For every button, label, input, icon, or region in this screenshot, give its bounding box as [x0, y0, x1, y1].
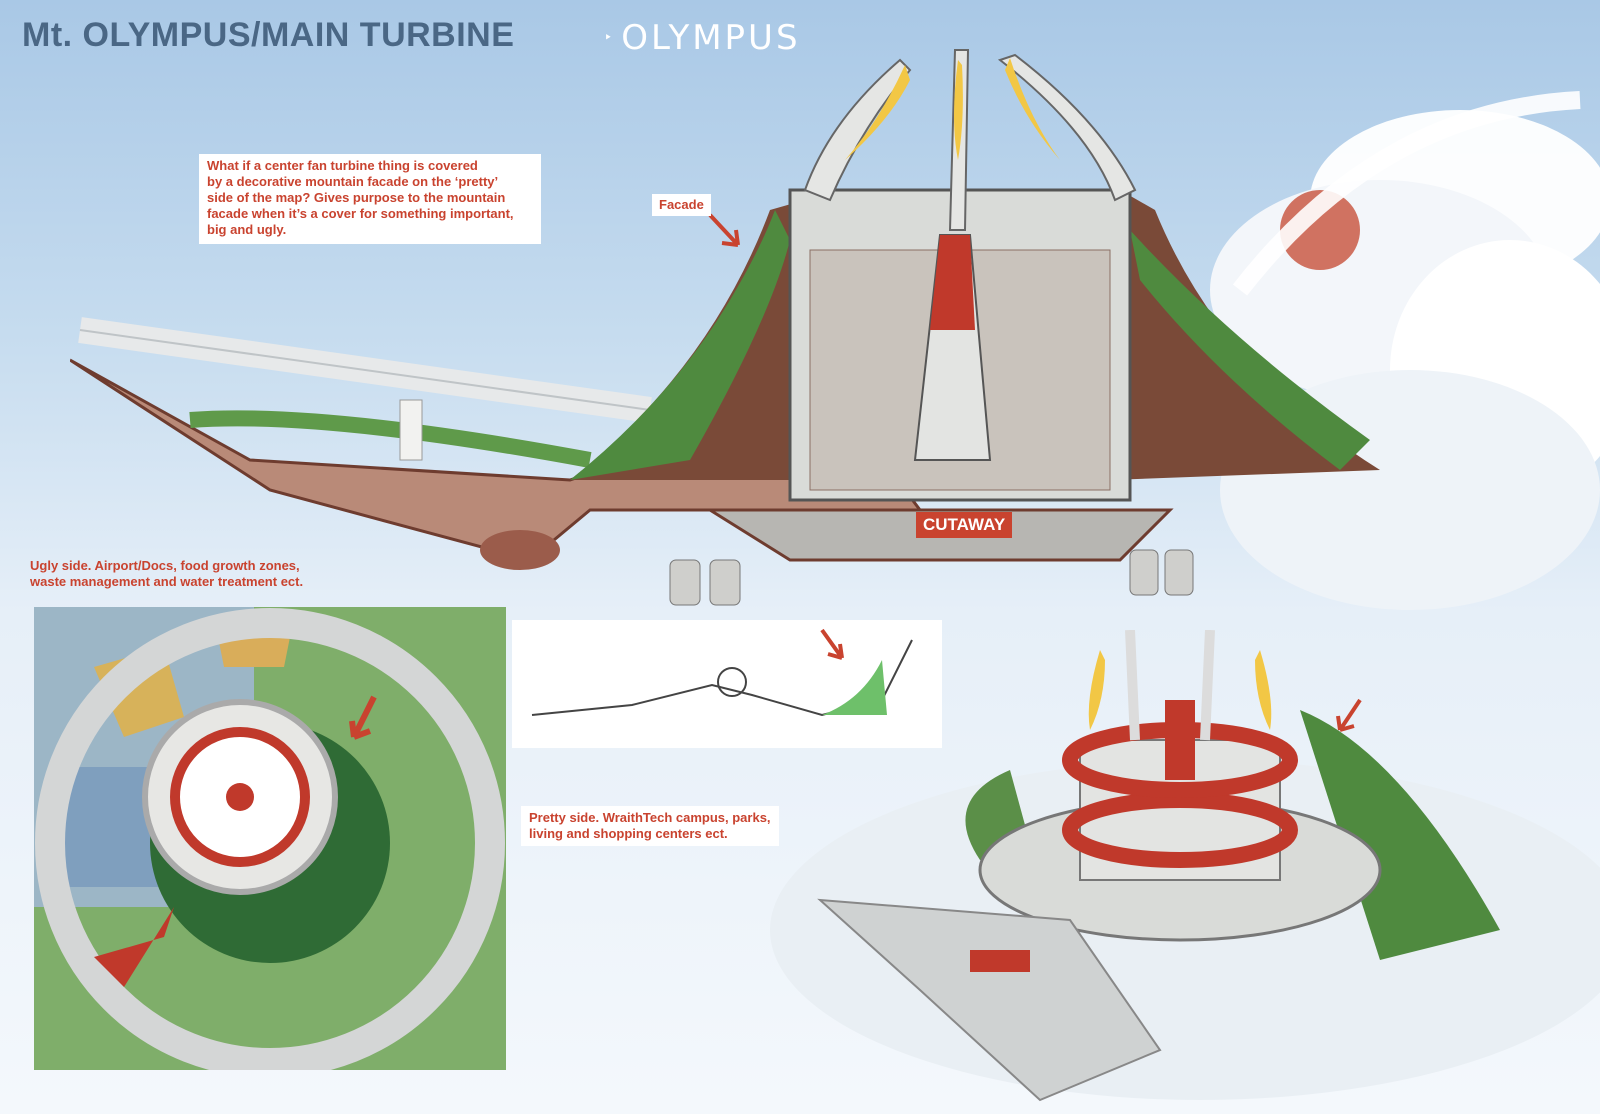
pretty-side-note-line: Pretty side. WraithTech campus, parks,	[529, 810, 771, 825]
concept-note-line: side of the map? Gives purpose to the mo…	[207, 190, 506, 205]
arrow-icon	[349, 695, 377, 740]
arrow-icon	[1336, 698, 1362, 732]
turbine-icon	[226, 783, 254, 811]
ugly-side-note-line: Ugly side. Airport/Docs, food growth zon…	[30, 558, 300, 573]
concept-note-line: What if a center fan turbine thing is co…	[207, 158, 478, 173]
concept-note-line: by a decorative mountain facade on the ‘…	[207, 174, 499, 189]
olympus-logo: ‣ OLYMPUS	[604, 18, 801, 58]
facade-label: Facade	[652, 194, 711, 216]
side-profile-sketch	[512, 620, 942, 748]
tower-icon	[399, 399, 423, 461]
top-down-map-illustration	[34, 607, 506, 1070]
arrow-icon	[708, 213, 740, 247]
balloon-icon	[1280, 190, 1360, 270]
concept-note: What if a center fan turbine thing is co…	[199, 154, 541, 244]
concept-note-line: facade when it’s a cover for something i…	[207, 206, 514, 221]
concept-note-line: big and ugly.	[207, 222, 287, 237]
arrow-icon	[820, 628, 844, 660]
pretty-side-note-line: living and shopping centers ect.	[529, 826, 728, 841]
cutaway-label: CUTAWAY	[916, 512, 1013, 538]
logo-text: OLYMPUS	[621, 18, 801, 58]
perspective-render-illustration	[770, 630, 1600, 1102]
cutaway-elevation-illustration	[70, 49, 1380, 606]
page-title: Mt. OLYMPUS/MAIN TURBINE	[22, 16, 515, 54]
ugly-side-note-line: waste management and water treatment ect…	[30, 574, 304, 589]
logo-mark-icon: ‣	[604, 30, 616, 46]
ugly-side-note: Ugly side. Airport/Docs, food growth zon…	[30, 558, 303, 590]
pretty-side-note: Pretty side. WraithTech campus, parks, l…	[521, 806, 779, 846]
